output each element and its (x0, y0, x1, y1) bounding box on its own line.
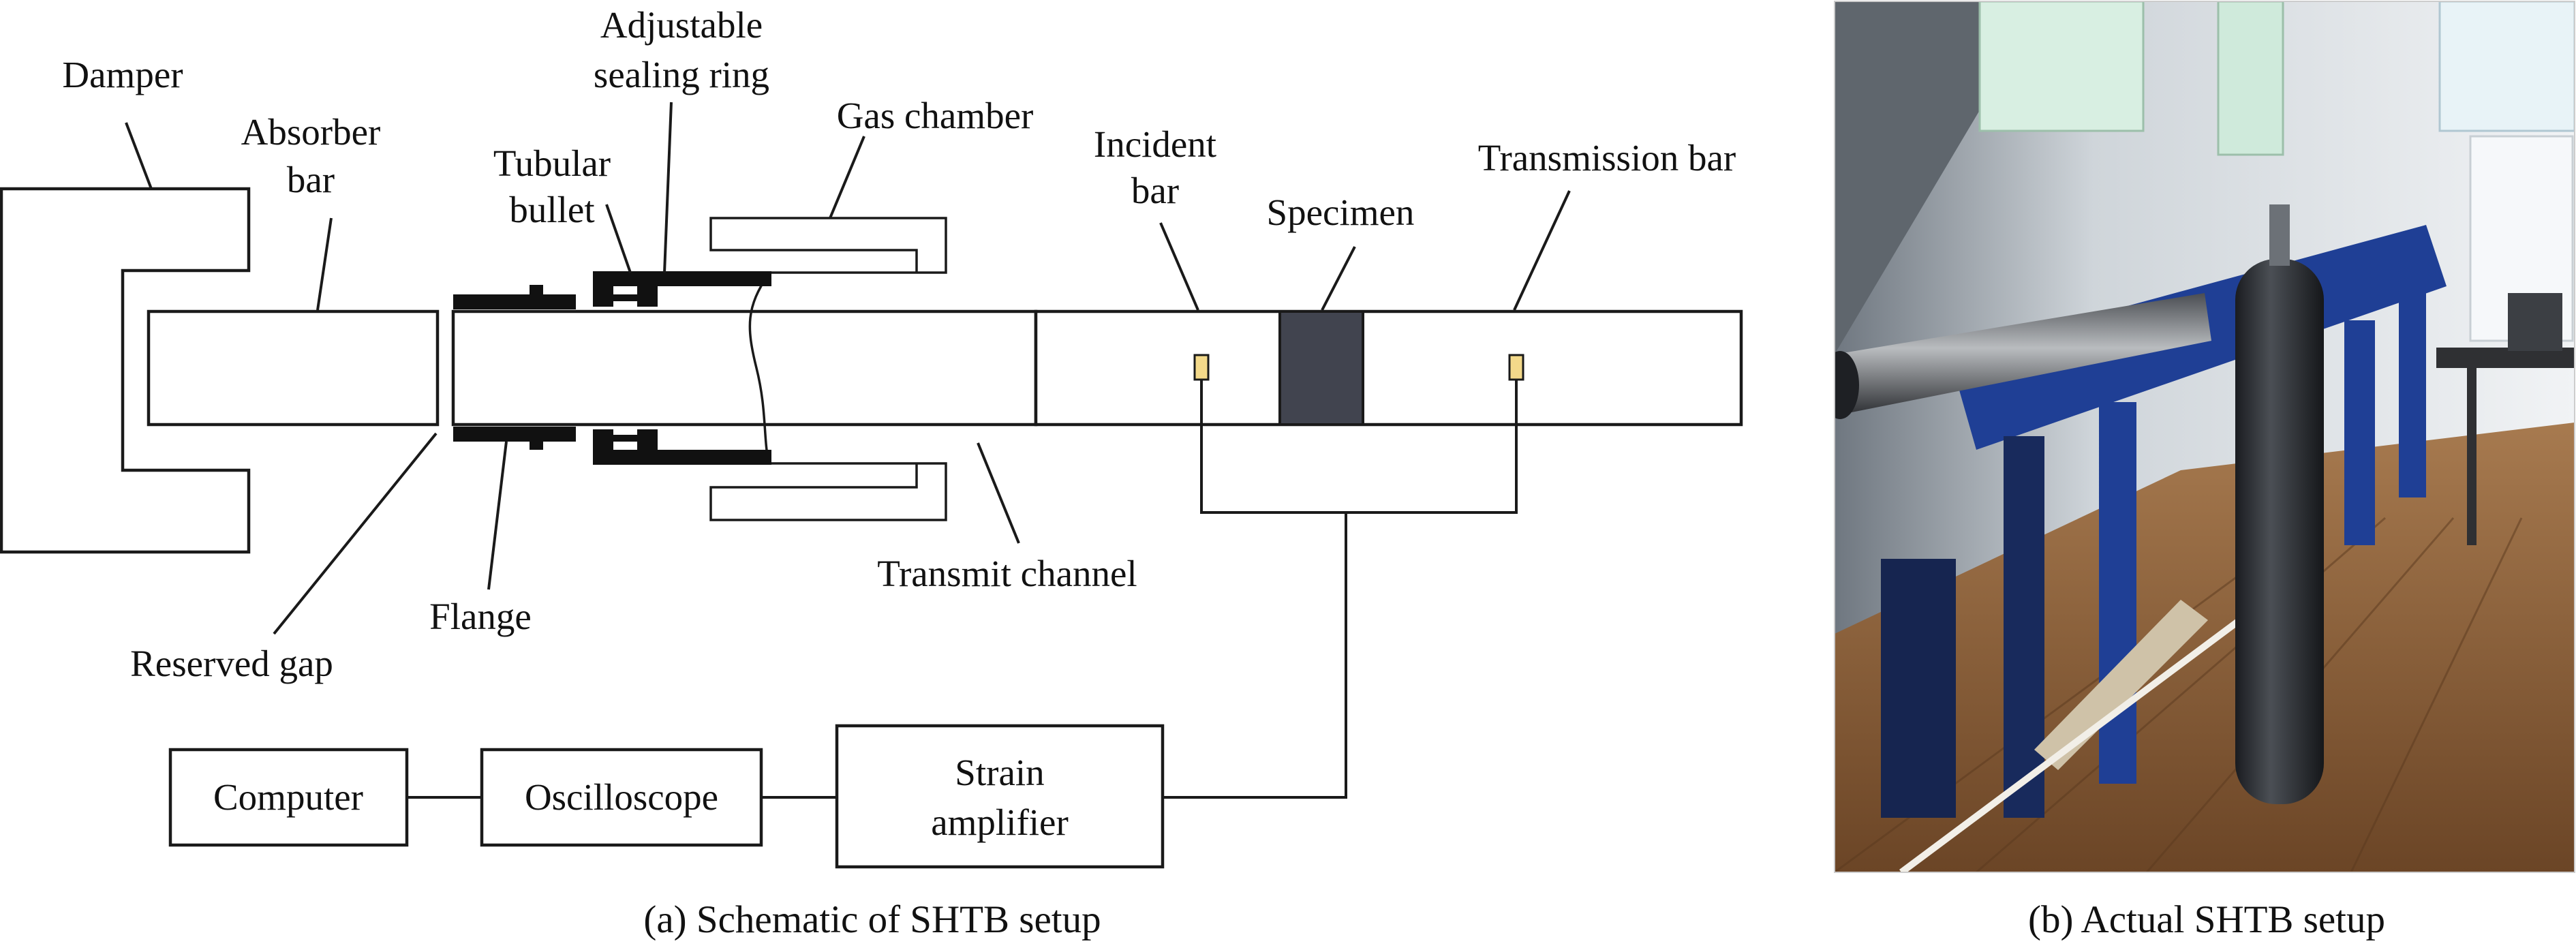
photo-image (1835, 1, 2575, 872)
launch-tube-photo (1835, 293, 2211, 416)
flange-stud-bottom (530, 436, 543, 450)
specimen-block (1278, 310, 1364, 426)
wall-poster-3 (2438, 1, 2575, 132)
gas-chamber (709, 217, 947, 274)
label-specimen: Specimen (1267, 191, 1415, 233)
chamber-inner-wall (770, 271, 917, 465)
strain-gauge-incident (1193, 354, 1210, 381)
gauge-wiring (1163, 380, 1518, 799)
computer-box (168, 748, 409, 847)
flange-stud-top (530, 285, 543, 298)
damper-body (0, 187, 251, 554)
sealing-collar-top (593, 294, 658, 301)
flange-bottom (453, 427, 576, 442)
label-incident-bar-1: Incident (1094, 123, 1216, 165)
caption-schematic: (a) Schematic of SHTB setup (643, 898, 1101, 941)
photo-border (1834, 1, 2575, 873)
label-tubular-bullet-1: Tubular (493, 142, 611, 184)
label-adjustable-sealing-ring-2: sealing ring (594, 54, 769, 95)
sealing-ring-bottom (593, 450, 771, 465)
caption-photo: (b) Actual SHTB setup (2028, 898, 2385, 941)
wall-poster-2 (2217, 1, 2284, 156)
label-incident-bar-2: bar (1131, 170, 1179, 211)
transmit-channel (709, 462, 947, 521)
label-absorber-bar-1: Absorber (241, 111, 381, 153)
absorber-bar (147, 309, 440, 427)
schematic-panel: Damper Absorber bar Adjustable sealing r… (0, 4, 1743, 941)
label-transmit-channel: Transmit channel (877, 553, 1137, 594)
label-damper: Damper (62, 54, 183, 95)
launch-tube (451, 309, 1038, 427)
label-strain-amplifier-1: Strain (955, 752, 1044, 793)
sealing-ring-top (593, 271, 771, 286)
photo-panel: (b) Actual SHTB setup (1834, 1, 2575, 941)
wall-poster-1 (1978, 1, 2145, 132)
label-adjustable-sealing-ring-1: Adjustable (600, 4, 763, 46)
sealing-collar-bottom (593, 435, 658, 442)
break-line (748, 273, 770, 464)
strain-amplifier-box (835, 724, 1165, 869)
label-strain-amplifier-2: amplifier (931, 801, 1069, 843)
strain-gauge-transmission (1508, 354, 1524, 381)
label-flange: Flange (429, 596, 532, 637)
label-transmission-bar: Transmission bar (1478, 137, 1736, 179)
label-gas-chamber: Gas chamber (837, 95, 1034, 136)
label-computer: Computer (213, 776, 363, 818)
flange-top (453, 294, 576, 309)
oscilloscope-box (480, 748, 763, 847)
label-oscilloscope: Oscilloscope (525, 776, 718, 818)
label-absorber-bar-2: bar (287, 159, 335, 200)
gas-cylinder (2235, 259, 2324, 804)
label-tubular-bullet-2: bullet (509, 189, 594, 230)
label-reserved-gap: Reserved gap (130, 643, 333, 684)
bar-line (1034, 309, 1743, 427)
leader-lines (125, 102, 1571, 635)
